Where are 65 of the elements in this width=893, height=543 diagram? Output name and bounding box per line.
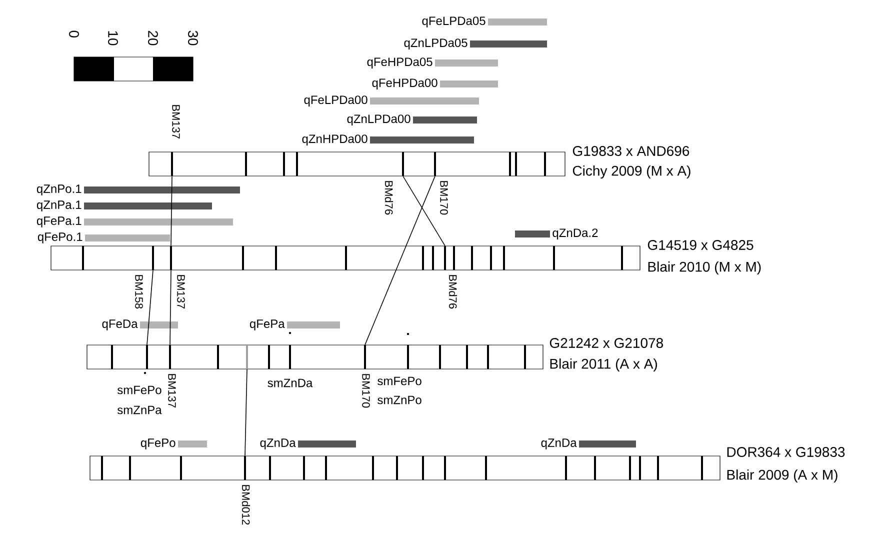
- node-label: Blair 2010 (M x M): [648, 261, 761, 275]
- node-label: Cichy 2009 (M x A): [572, 165, 690, 179]
- node-label: G19833 x AND696: [572, 146, 690, 156]
- node-label: DOR364 x G19833: [727, 447, 845, 457]
- node-label: qFeHPDa00: [372, 78, 438, 90]
- qtl-bar: qZnDa: [260, 438, 356, 450]
- qtl-bar: qZnHPDa00: [302, 134, 474, 146]
- connector-line: [244, 368, 248, 456]
- node-label: BMd76: [448, 275, 458, 309]
- node-label: qFePa.1: [36, 216, 82, 228]
- qtl-bar: qFePa.1: [36, 216, 233, 228]
- qtl-bar: qFeDa: [102, 320, 178, 330]
- qtl-bar: qFePa: [250, 320, 340, 330]
- node-label: qFePa: [250, 320, 285, 330]
- connector-line: [170, 176, 172, 246]
- node-label: qZnPo.1: [36, 184, 82, 196]
- node-label: BMd76: [384, 181, 394, 215]
- node-label: BM158: [135, 275, 143, 309]
- qtl-bar: qFeLPDa05: [422, 16, 547, 28]
- qtl-bar: qFeLPDa00: [304, 96, 479, 106]
- node-label: Blair 2009 (A x M): [727, 469, 838, 483]
- node-label: qFeLPDa05: [422, 16, 486, 28]
- qtl-bar: qZnLPDa05: [404, 38, 547, 50]
- node-label: qFeDa: [102, 320, 138, 330]
- qtl-bar: qFeHPDa00: [372, 78, 498, 90]
- qtl-bar: qZnDa.2: [515, 228, 598, 240]
- node-label: G14519 x G4825: [648, 240, 754, 250]
- node-label: BM137: [168, 374, 176, 408]
- qtl-bar: qFePo: [140, 438, 207, 450]
- node-label: BM170: [440, 181, 448, 215]
- node-label: qZnDa: [541, 438, 577, 450]
- marker-label: smZnPo: [378, 396, 422, 404]
- node-label: BM170: [362, 374, 370, 408]
- qtl-bar: qZnPo.1: [36, 184, 240, 196]
- node-label: smZnPa: [117, 406, 162, 414]
- node-label: BM137: [177, 275, 185, 309]
- connector-line: [170, 270, 172, 346]
- marker-label: smFePo: [378, 376, 422, 386]
- qtl-bar: qZnPa.1: [36, 200, 212, 212]
- connector-line: [146, 270, 154, 346]
- node-label: qZnDa.2: [552, 228, 598, 240]
- connector-line: [402, 176, 446, 246]
- node-label: qZnPa.1: [36, 200, 82, 212]
- scale-number: 20: [148, 30, 158, 46]
- node-label: qZnDa: [260, 438, 296, 450]
- node-label: qFeLPDa00: [304, 96, 368, 106]
- node-label: BM137: [172, 105, 180, 138]
- node-label: qZnLPDa05: [404, 38, 468, 50]
- node-label: qZnHPDa00: [302, 134, 368, 146]
- scale-number: 10: [108, 31, 118, 46]
- marker-tick: [246, 345, 248, 369]
- node-label: G21242 x G21078: [550, 338, 663, 348]
- qtl-bar: qFeHPDa05: [367, 58, 498, 68]
- node-label: qFeHPDa05: [367, 58, 432, 68]
- node-label: qZnLPDa00: [347, 114, 410, 126]
- scale-number: 0: [69, 30, 79, 38]
- marker-label: smZnDa: [268, 378, 313, 388]
- connector-line: [364, 176, 436, 346]
- qtl-bar: qZnLPDa00: [347, 114, 477, 126]
- node-label: qFePo: [140, 438, 176, 450]
- node-label: Blair 2011 (A x A): [550, 358, 657, 372]
- qtl-bar: qZnDa: [541, 438, 636, 450]
- node-label: BMd012: [242, 485, 250, 525]
- node-label: smFePo: [117, 386, 162, 394]
- scale-number: 30: [188, 30, 198, 46]
